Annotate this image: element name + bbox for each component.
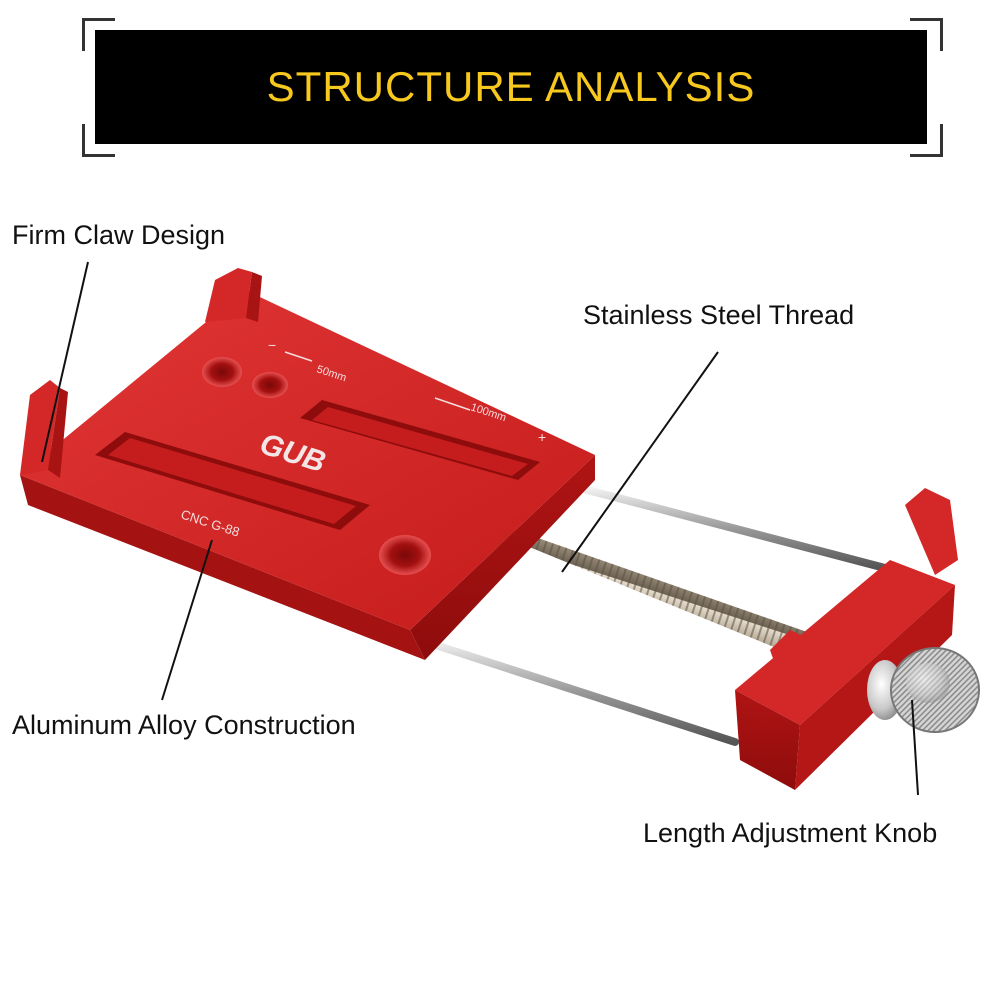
adjustment-knob-icon (867, 647, 980, 733)
callout-aluminum-alloy-construction: Aluminum Alloy Construction (12, 710, 356, 740)
corner-bracket-top-left (82, 18, 115, 51)
callout-firm-claw-design: Firm Claw Design (12, 220, 226, 250)
leader-line-claw (41, 261, 89, 463)
leader-line-knob (911, 699, 919, 796)
corner-bracket-top-right (910, 18, 943, 51)
scale-plus-sign: + (538, 429, 546, 445)
leader-line-alloy (161, 539, 213, 701)
callout-length-adjustment-knob: Length Adjustment Knob (643, 818, 938, 848)
scale-minus-sign: − (268, 337, 276, 353)
main-plate (20, 268, 595, 660)
scale-arrow-left-icon (284, 351, 313, 362)
title-banner: STRUCTURE ANALYSIS (95, 30, 927, 144)
corner-bracket-bottom-left (82, 124, 115, 157)
callout-stainless-steel-thread: Stainless Steel Thread (583, 300, 855, 330)
guide-rod-lower (416, 636, 739, 746)
corner-bracket-bottom-right (910, 124, 943, 157)
leader-line-thread (561, 351, 719, 573)
page-title: STRUCTURE ANALYSIS (266, 63, 756, 110)
scale-arrow-right-icon (434, 397, 471, 411)
guide-rod-upper (576, 484, 889, 572)
